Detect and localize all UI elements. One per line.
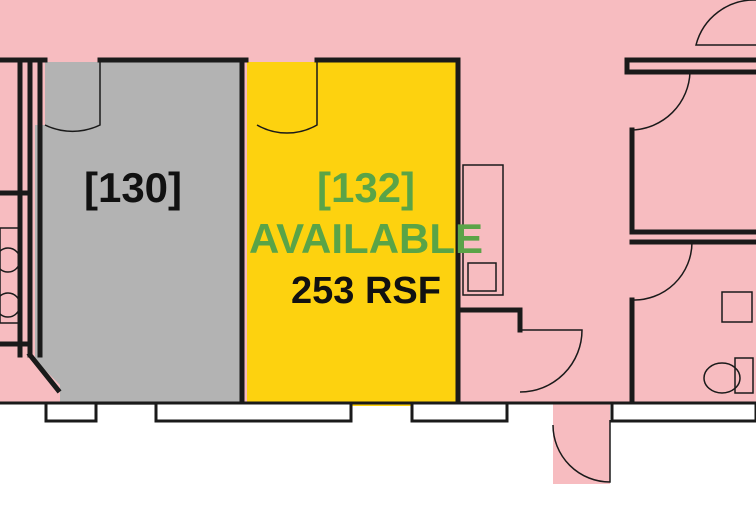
exterior-area-right: [610, 420, 756, 512]
suite-132-label: [132]: [317, 164, 415, 211]
suite-130-label: [130]: [84, 164, 182, 211]
suite-132-status: AVAILABLE: [249, 215, 483, 262]
suite-130-area: [35, 62, 240, 405]
entry-vestibule: [553, 404, 610, 484]
door-swings: [44, 0, 756, 483]
suite-132-area-label: 253 RSF: [291, 270, 441, 312]
storefront-wall: [44, 401, 756, 423]
suite-132-area[interactable]: [247, 62, 456, 406]
fixtures: [0, 164, 754, 394]
walls: [0, 57, 756, 408]
exterior-area: [0, 420, 553, 512]
